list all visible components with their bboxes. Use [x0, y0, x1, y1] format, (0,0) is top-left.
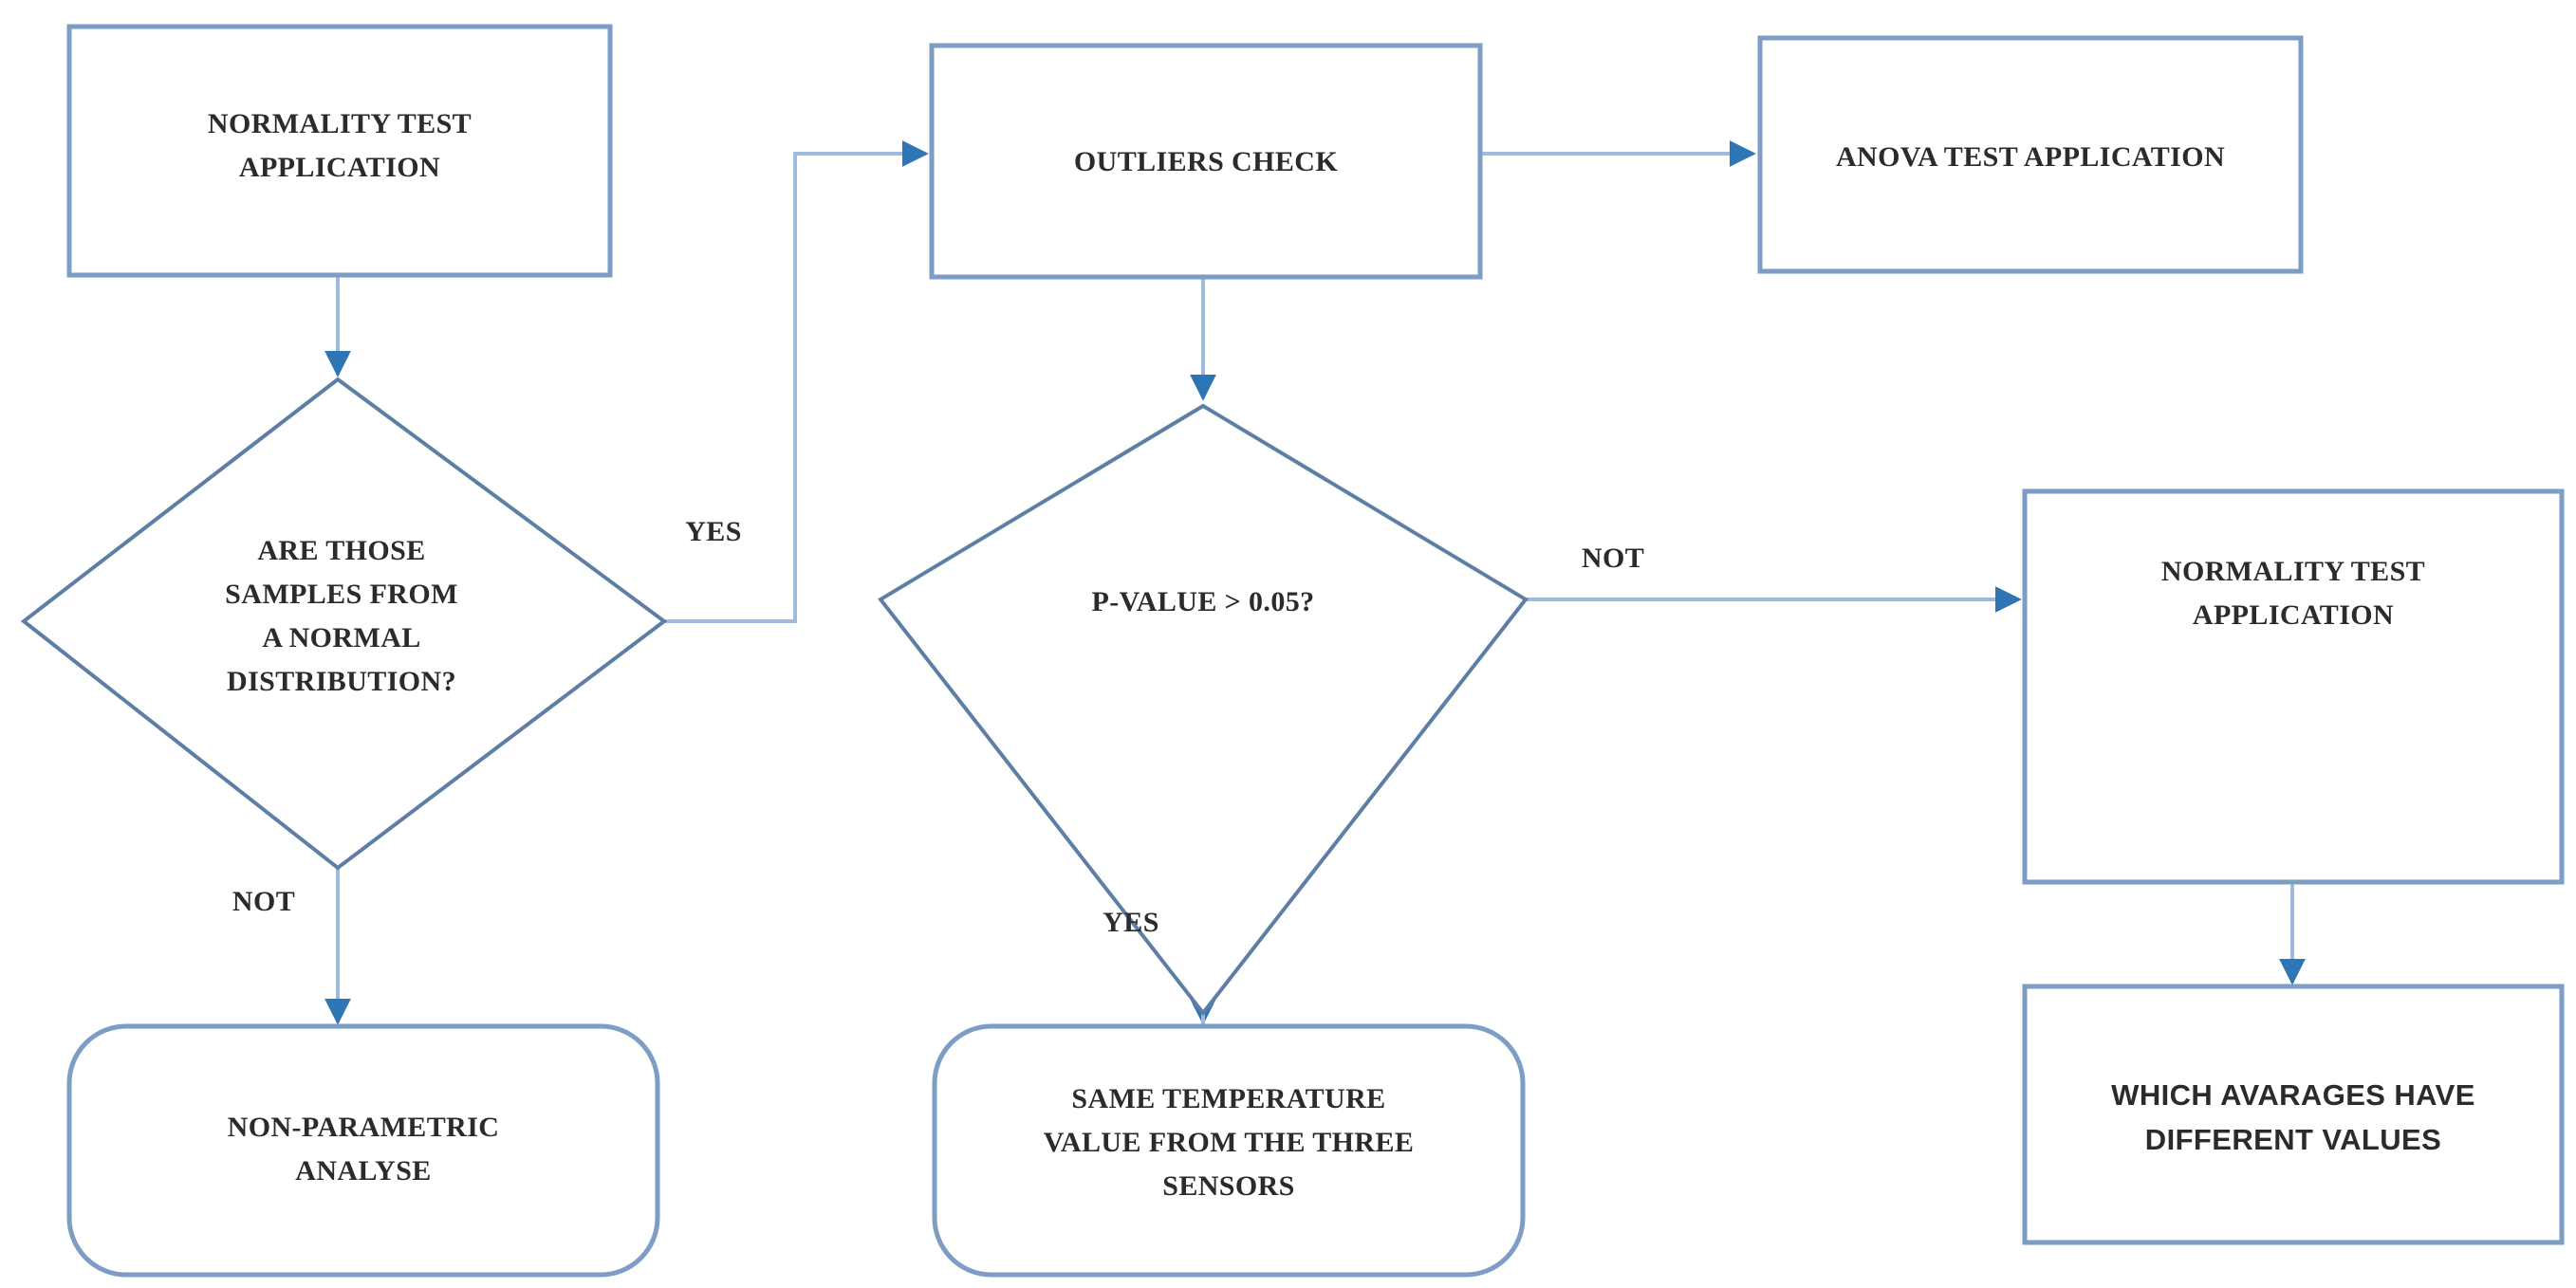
node-anova-label: ANOVA TEST APPLICATION — [1836, 141, 2225, 173]
node-normality-test-2-line-1: NORMALITY TEST — [2161, 556, 2425, 587]
node-question1-line-4: DISTRIBUTION? — [227, 666, 456, 697]
node-anova-test-application[interactable]: ANOVA TEST APPLICATION — [1757, 35, 2304, 274]
node-sametemp-line-1: SAME TEMPERATURE — [1071, 1083, 1385, 1114]
node-question1-line-1: ARE THOSE — [257, 535, 425, 566]
node-nonparametric-line-1: NON-PARAMETRIC — [228, 1112, 500, 1143]
node-normality-test-1[interactable]: NORMALITY TEST APPLICATION — [66, 24, 613, 278]
edge-label-not-right: NOT — [1582, 543, 1644, 574]
node-question1-line-3: A NORMAL — [262, 622, 420, 653]
node-normality-test-2[interactable]: NORMALITY TEST APPLICATION — [2022, 488, 2565, 885]
node-nonparametric-line-2: ANALYSE — [295, 1155, 431, 1187]
node-which-avarages-different[interactable]: WHICH AVARAGES HAVE DIFFERENT VALUES — [2022, 984, 2565, 1245]
node-question1-line-2: SAMPLES FROM — [225, 579, 458, 610]
edge-label-not-left: NOT — [232, 886, 295, 917]
edge-label-yes-left: YES — [685, 516, 742, 547]
node-outliers-check-label: OUTLIERS CHECK — [1074, 146, 1338, 177]
node-normal-distribution-question[interactable]: ARE THOSE SAMPLES FROM A NORMAL DISTRIBU… — [20, 377, 668, 871]
edge-question1-to-outliers-yes — [664, 140, 929, 623]
node-normality-test-1-line-1: NORMALITY TEST — [208, 108, 472, 139]
node-outliers-check[interactable]: OUTLIERS CHECK — [929, 43, 1483, 280]
node-pvalue-label: P-VALUE > 0.05? — [1091, 586, 1314, 617]
node-same-temperature-value[interactable]: SAME TEMPERATURE VALUE FROM THE THREE SE… — [932, 1023, 1526, 1278]
node-normality-test-2-line-2: APPLICATION — [2193, 599, 2394, 631]
node-avarages-line-1: WHICH AVARAGES HAVE — [2111, 1078, 2475, 1112]
node-avarages-line-2: DIFFERENT VALUES — [2145, 1123, 2441, 1156]
node-p-value-question[interactable]: P-VALUE > 0.05? — [878, 403, 1529, 1017]
node-sametemp-line-3: SENSORS — [1162, 1170, 1295, 1202]
node-sametemp-line-2: VALUE FROM THE THREE — [1044, 1127, 1415, 1158]
node-normality-test-1-line-2: APPLICATION — [239, 152, 440, 183]
node-non-parametric-analyse[interactable]: NON-PARAMETRIC ANALYSE — [66, 1023, 660, 1278]
edge-label-yes-center: YES — [1103, 907, 1159, 938]
